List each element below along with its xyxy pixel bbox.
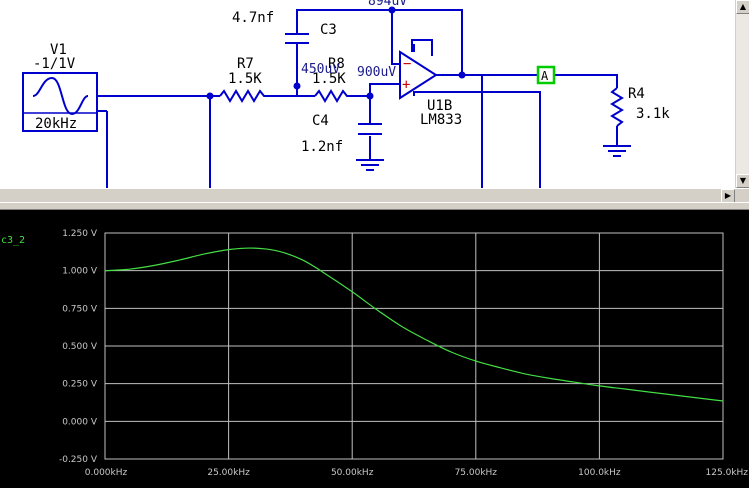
y-tick-labels: -0.250 V 0.000 V 0.250 V 0.500 V 0.750 V 1.00…	[59, 229, 98, 465]
wire-lower-right[interactable]	[413, 91, 541, 188]
r7-value: 1.5K	[228, 71, 262, 87]
v1-amplitude: -1/1V	[33, 56, 76, 72]
y-tick-label: 0.750 V	[62, 304, 98, 314]
voltage-annotation-top: 894uV	[368, 0, 407, 9]
series-line-c3-2[interactable]	[104, 247, 724, 402]
wire-probe-r4[interactable]	[553, 74, 618, 88]
series-point	[698, 397, 699, 398]
x-tick-label: 125.0kHz	[706, 468, 749, 478]
series-point	[253, 247, 254, 248]
voltage-annotation-left: 450uV	[301, 62, 340, 77]
wire-ua-down[interactable]	[411, 39, 433, 56]
pane-splitter[interactable]	[0, 202, 749, 210]
r4-name: R4	[628, 86, 645, 102]
schematic-drawing[interactable]: − + A V1 -1/1V 20kHz R7 1.5K R8 1.5K 4.7…	[0, 0, 735, 188]
x-tick-labels: 0.000kHz 25.00kHz 50.00kHz 75.00kHz 100.0kHz…	[85, 468, 749, 478]
wire-node3-plus[interactable]	[369, 83, 400, 96]
series-point	[599, 385, 600, 386]
u1b-name: U1B	[427, 98, 452, 114]
u1b-opamp[interactable]	[399, 50, 438, 100]
y-tick-label: 1.250 V	[62, 229, 98, 239]
series-point	[401, 326, 402, 327]
y-tick-label: 0.500 V	[62, 342, 98, 352]
plot-frame	[104, 232, 724, 460]
v1-source-body[interactable]	[22, 72, 98, 132]
wire-minus-feedback[interactable]	[391, 10, 400, 65]
node-dot-1[interactable]	[206, 92, 214, 100]
series-layer	[104, 247, 724, 402]
c4-value: 1.2nf	[301, 139, 343, 155]
legend-series-c3-2[interactable]: c3_2	[1, 235, 25, 246]
series-point	[525, 373, 526, 374]
triangle-right-icon[interactable]: ▶	[721, 189, 735, 203]
y-tick-label: 0.000 V	[62, 417, 98, 427]
grapher-panel[interactable]: -0.250 V 0.000 V 0.250 V 0.500 V 0.750 V 1.00…	[0, 210, 749, 484]
series-point	[228, 249, 229, 250]
node-dot-5[interactable]	[458, 71, 466, 79]
u1b-plus-sign: +	[402, 77, 410, 93]
r4-value: 3.1k	[636, 106, 670, 122]
x-tick-label: 50.00kHz	[331, 468, 374, 478]
r7-name: R7	[237, 56, 254, 72]
v1-frequency: 20kHz	[35, 116, 77, 132]
x-tick-label: 25.00kHz	[207, 468, 250, 478]
series-point	[327, 275, 328, 276]
y-tick-label: 0.250 V	[62, 380, 98, 390]
series-point	[500, 367, 501, 368]
series-point	[722, 400, 723, 401]
sine-wave-icon	[32, 76, 89, 116]
r8-name: R8	[328, 56, 345, 72]
x-tick-label: 0.000kHz	[85, 468, 128, 478]
horizontal-scrollbar[interactable]: ▶	[0, 188, 749, 203]
c3-value: 4.7nf	[232, 10, 274, 26]
node-dot-2[interactable]	[293, 82, 301, 90]
c3-name: C3	[320, 22, 337, 38]
series-point	[129, 269, 130, 270]
series-point	[648, 391, 649, 392]
r8-value: 1.5K	[312, 71, 346, 87]
series-point	[376, 309, 377, 310]
series-point	[104, 270, 105, 271]
series-point	[549, 378, 550, 379]
vertical-scrollbar[interactable]: ▲ ▼	[735, 0, 749, 188]
u1b-part: LM833	[420, 112, 462, 128]
series-point	[673, 394, 674, 395]
series-point	[352, 291, 353, 292]
series-point	[450, 351, 451, 352]
u1b-minus-sign: −	[403, 56, 411, 72]
probe-a-label: A	[541, 69, 549, 83]
r8-resistor[interactable]	[314, 89, 350, 103]
c4-name: C4	[312, 113, 329, 129]
y-tick-label: -0.250 V	[59, 455, 98, 465]
v1-name: V1	[50, 42, 67, 58]
x-tick-label: 75.00kHz	[455, 468, 498, 478]
y-tick-label: 1.000 V	[62, 267, 98, 277]
series-point	[203, 253, 204, 254]
series-point	[179, 260, 180, 261]
triangle-up-icon[interactable]: ▲	[736, 0, 749, 14]
triangle-down-icon[interactable]: ▼	[736, 174, 749, 188]
series-point	[574, 382, 575, 383]
frequency-response-chart[interactable]: -0.250 V 0.000 V 0.250 V 0.500 V 0.750 V 1.00…	[0, 210, 749, 484]
series-point	[277, 250, 278, 251]
r7-resistor[interactable]	[219, 89, 268, 103]
wire-c3-feedback[interactable]	[296, 9, 463, 75]
node-dot-3[interactable]	[366, 92, 374, 100]
series-point	[426, 339, 427, 340]
node-dot-4[interactable]	[388, 6, 396, 14]
schematic-canvas[interactable]: − + A V1 -1/1V 20kHz R7 1.5K R8 1.5K 4.7…	[0, 0, 749, 188]
series-point	[154, 265, 155, 266]
probe-a-marker[interactable]	[536, 65, 556, 85]
voltage-annotation-right: 900uV	[357, 65, 396, 80]
series-point	[302, 260, 303, 261]
series-point	[624, 388, 625, 389]
grid-layer	[104, 232, 724, 460]
series-point	[475, 360, 476, 361]
r4-resistor[interactable]	[610, 87, 624, 127]
x-tick-label: 100.0kHz	[578, 468, 621, 478]
